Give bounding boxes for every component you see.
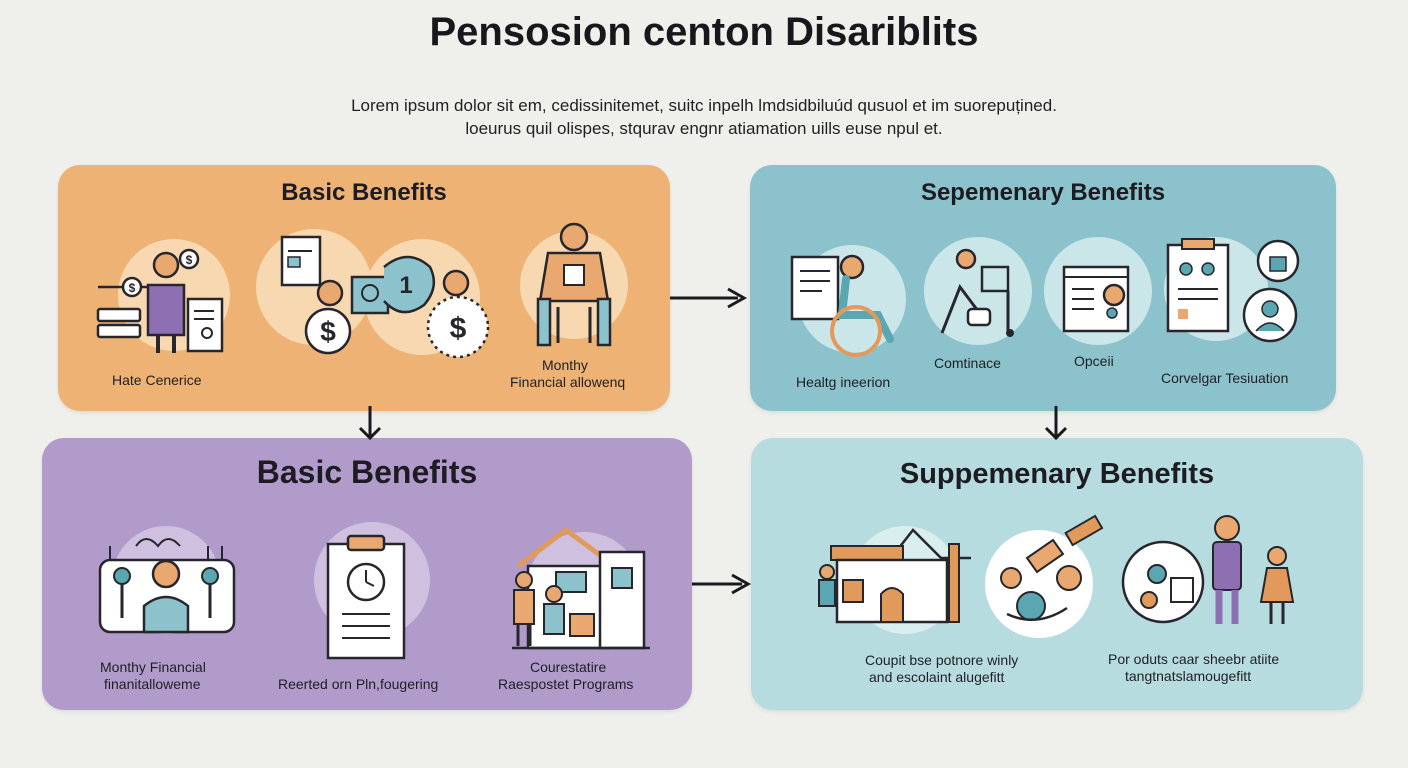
- supp-top-label-3: Opceii: [1074, 353, 1114, 369]
- basic-bottom-label-5: Raespostet Programs: [498, 676, 634, 692]
- basic-top-label-3: Financial allowenq: [510, 374, 626, 390]
- basic-top-label-2: Monthy: [542, 357, 588, 373]
- arrow-down-left-icon: [358, 406, 382, 441]
- coins-money-icon: $ 1 $: [256, 229, 490, 359]
- supplementary-benefits-top-panel: Sepemenary Benefits: [750, 165, 1336, 411]
- basic-benefits-bottom-panel: Basic Benefits: [42, 438, 692, 710]
- supp-bottom-label-1: Coupit bse potnore winly: [865, 652, 1019, 668]
- page-title: Pensosion centon Disariblits: [429, 10, 979, 54]
- svg-text:$: $: [129, 281, 136, 295]
- supp-bottom-label-4: tangtnatslamougefitt: [1125, 668, 1252, 684]
- basic-benefits-top-panel: Basic Benefits $ $ $ 1 $: [58, 165, 670, 411]
- subtitle-line-1: Lorem ipsum dolor sit em, cedissinitemet…: [351, 96, 1057, 115]
- svg-text:$: $: [450, 312, 467, 345]
- page-subtitle: Lorem ipsum dolor sit em, cedissinitemet…: [0, 94, 1408, 140]
- svg-text:$: $: [186, 253, 193, 267]
- supplementary-benefits-bottom-title: Suppemenary Benefits: [899, 458, 1215, 490]
- person-desk-icon: [98, 526, 236, 634]
- id-card-caregiver-icon: [1164, 237, 1300, 343]
- basic-bottom-label-4: Courestatire: [530, 659, 607, 675]
- svg-text:1: 1: [399, 272, 412, 299]
- person-documents-icon: $ $: [96, 239, 230, 353]
- supp-top-label-1: Healtg ineerion: [796, 374, 891, 390]
- calendar-checklist-icon: [1044, 237, 1152, 345]
- clipboard-icon: [314, 522, 430, 660]
- basic-bottom-label-3: Reerted orn Pln,fougering: [278, 676, 439, 692]
- supp-bottom-label-3: Por oduts caar sheebr atiite: [1108, 651, 1280, 667]
- subtitle-line-2: loeurus quil olispes, stqurav engnr atia…: [465, 119, 943, 138]
- home-care-icon: [818, 526, 971, 634]
- supplementary-benefits-bottom-panel: Suppemenary Benefits Coupit: [751, 438, 1363, 710]
- basic-top-label-1: Hate Cenerice: [112, 372, 202, 388]
- basic-bottom-label-2: finanitalloweme: [104, 676, 201, 692]
- arrow-right-bottom-icon: [692, 573, 752, 595]
- supplementary-benefits-top-title: Sepemenary Benefits: [920, 179, 1166, 206]
- wheelchair-document-icon: [790, 245, 906, 357]
- family-support-icon: [1121, 515, 1295, 624]
- basic-benefits-top-title: Basic Benefits: [281, 179, 447, 206]
- arrow-down-right-icon: [1044, 406, 1068, 441]
- person-laptop-icon: [924, 237, 1032, 345]
- arrow-right-top-icon: [670, 287, 748, 309]
- house-family-icon: [512, 526, 650, 650]
- svg-text:$: $: [320, 316, 336, 347]
- basic-benefits-bottom-title: Basic Benefits: [256, 454, 478, 490]
- supp-top-label-4: Corvelgar Tesiuation: [1161, 370, 1289, 386]
- basic-bottom-label-1: Monthy Financial: [100, 659, 206, 675]
- caregiver-assist-icon: [985, 514, 1104, 638]
- seated-person-icon: [520, 222, 628, 347]
- supp-bottom-label-2: and escolaint alugefitt: [869, 669, 1005, 685]
- supp-top-label-2: Comtinace: [934, 355, 1001, 371]
